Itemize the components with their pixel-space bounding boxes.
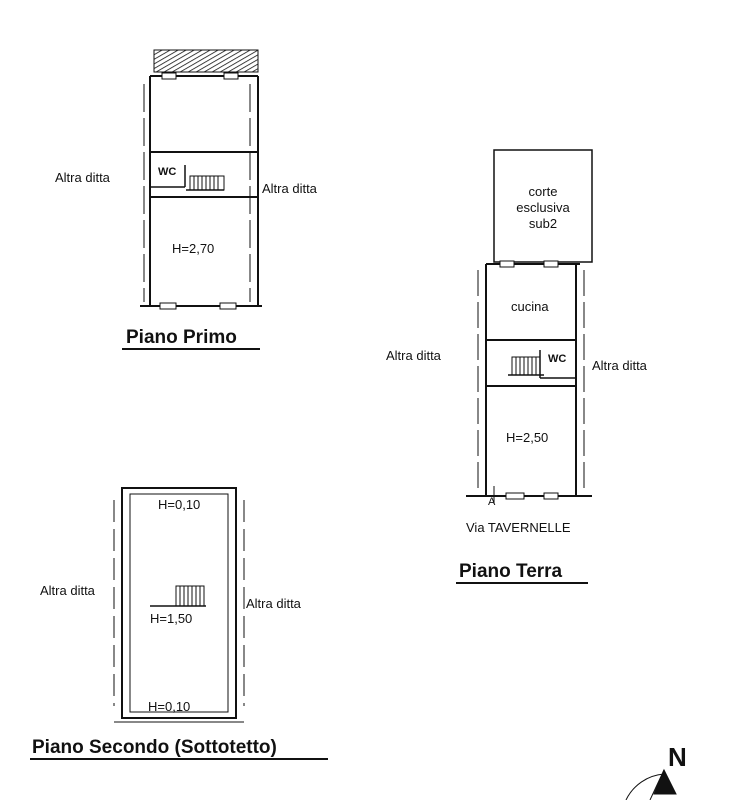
room-height-label: H=2,50 (506, 430, 549, 445)
courtyard-line: corte (528, 184, 558, 199)
staircase (150, 585, 206, 607)
window (543, 260, 559, 268)
plan-piano-primo (140, 49, 262, 310)
room-height-label-bottom: H=0,10 (148, 699, 191, 714)
room-label-wc: WC (548, 353, 567, 365)
entrance-marker-label: A (488, 496, 496, 508)
courtyard-outline (493, 149, 593, 263)
window (499, 260, 515, 268)
neighbor-label-right: Altra ditta (262, 181, 317, 196)
plan-piano-terra (466, 149, 593, 504)
inner-wall (129, 493, 229, 713)
roof-hatch (153, 49, 259, 73)
window (159, 302, 177, 310)
room-height-label-middle: H=1,50 (150, 611, 193, 626)
plan-title-terra: Piano Terra (459, 561, 563, 582)
courtyard-line: esclusiva (516, 200, 570, 215)
courtyard-line: sub2 (528, 216, 558, 231)
door (505, 492, 525, 500)
plan-title-primo: Piano Primo (126, 327, 237, 348)
title-underline (122, 348, 260, 350)
neighbor-label-left: Altra ditta (40, 583, 95, 598)
outer-wall (121, 487, 237, 719)
neighbor-label-right: Altra ditta (592, 358, 647, 373)
title-underline (456, 582, 588, 584)
staircase (508, 356, 544, 376)
staircase (186, 175, 225, 191)
room-label-wc: WC (158, 166, 177, 178)
north-label: N (668, 742, 687, 772)
room-height-label: H=2,70 (172, 241, 215, 256)
room-label-kitchen: cucina (511, 299, 549, 314)
plan-piano-secondo (113, 487, 245, 723)
title-underline (30, 758, 328, 760)
window (543, 492, 559, 500)
street-label: Via TAVERNELLE (466, 520, 571, 535)
window (161, 72, 177, 80)
room-height-label-top: H=0,10 (158, 497, 201, 512)
neighbor-label-right: Altra ditta (246, 596, 301, 611)
window (219, 302, 237, 310)
room-label-courtyard: corte esclusiva sub2 (494, 184, 592, 232)
neighbor-label-left: Altra ditta (55, 170, 110, 185)
neighbor-label-left: Altra ditta (386, 348, 441, 363)
north-arrow-icon (625, 768, 677, 800)
window (223, 72, 239, 80)
plan-title-secondo: Piano Secondo (Sottotetto) (32, 737, 277, 758)
